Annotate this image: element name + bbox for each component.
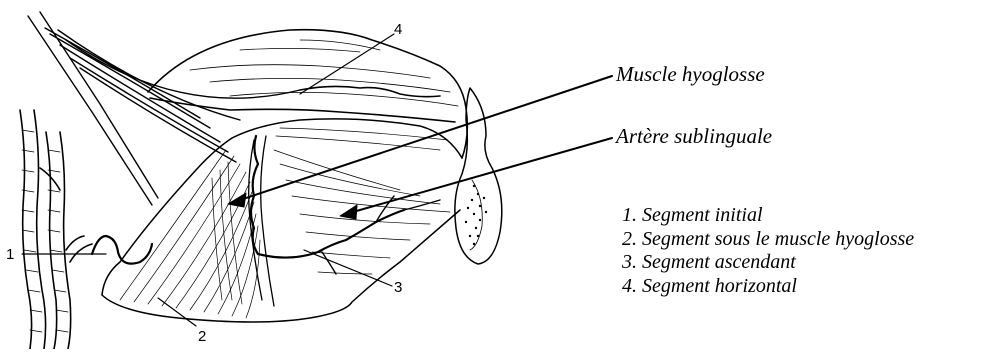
number-1: 1 xyxy=(6,246,14,263)
artery-arrowhead xyxy=(340,205,357,219)
legend-item-4: 4. Segment horizontal xyxy=(622,275,914,299)
segment-legend: 1. Segment initial 2. Segment sous le mu… xyxy=(622,204,914,298)
number-3: 3 xyxy=(394,279,402,296)
artery-arrow xyxy=(346,138,612,214)
legend-item-1: 1. Segment initial xyxy=(622,204,914,228)
label-artere-sublinguale: Artère sublinguale xyxy=(616,126,772,147)
muscle-arrow xyxy=(234,76,612,202)
sublingual-artery xyxy=(92,86,440,274)
carotid-artery xyxy=(20,110,92,349)
vessel-texture xyxy=(22,130,68,332)
legend-item-3: 3. Segment ascendant xyxy=(622,251,914,275)
hyoglossus-muscle xyxy=(102,119,462,322)
number-4: 4 xyxy=(394,21,402,38)
label-muscle-hyoglosse: Muscle hyoglosse xyxy=(616,64,765,85)
number-2: 2 xyxy=(198,328,206,345)
legend-item-2: 2. Segment sous le muscle hyoglosse xyxy=(622,228,914,252)
styloglossus-muscle xyxy=(28,12,300,205)
tongue-tip-stipple xyxy=(465,185,487,245)
